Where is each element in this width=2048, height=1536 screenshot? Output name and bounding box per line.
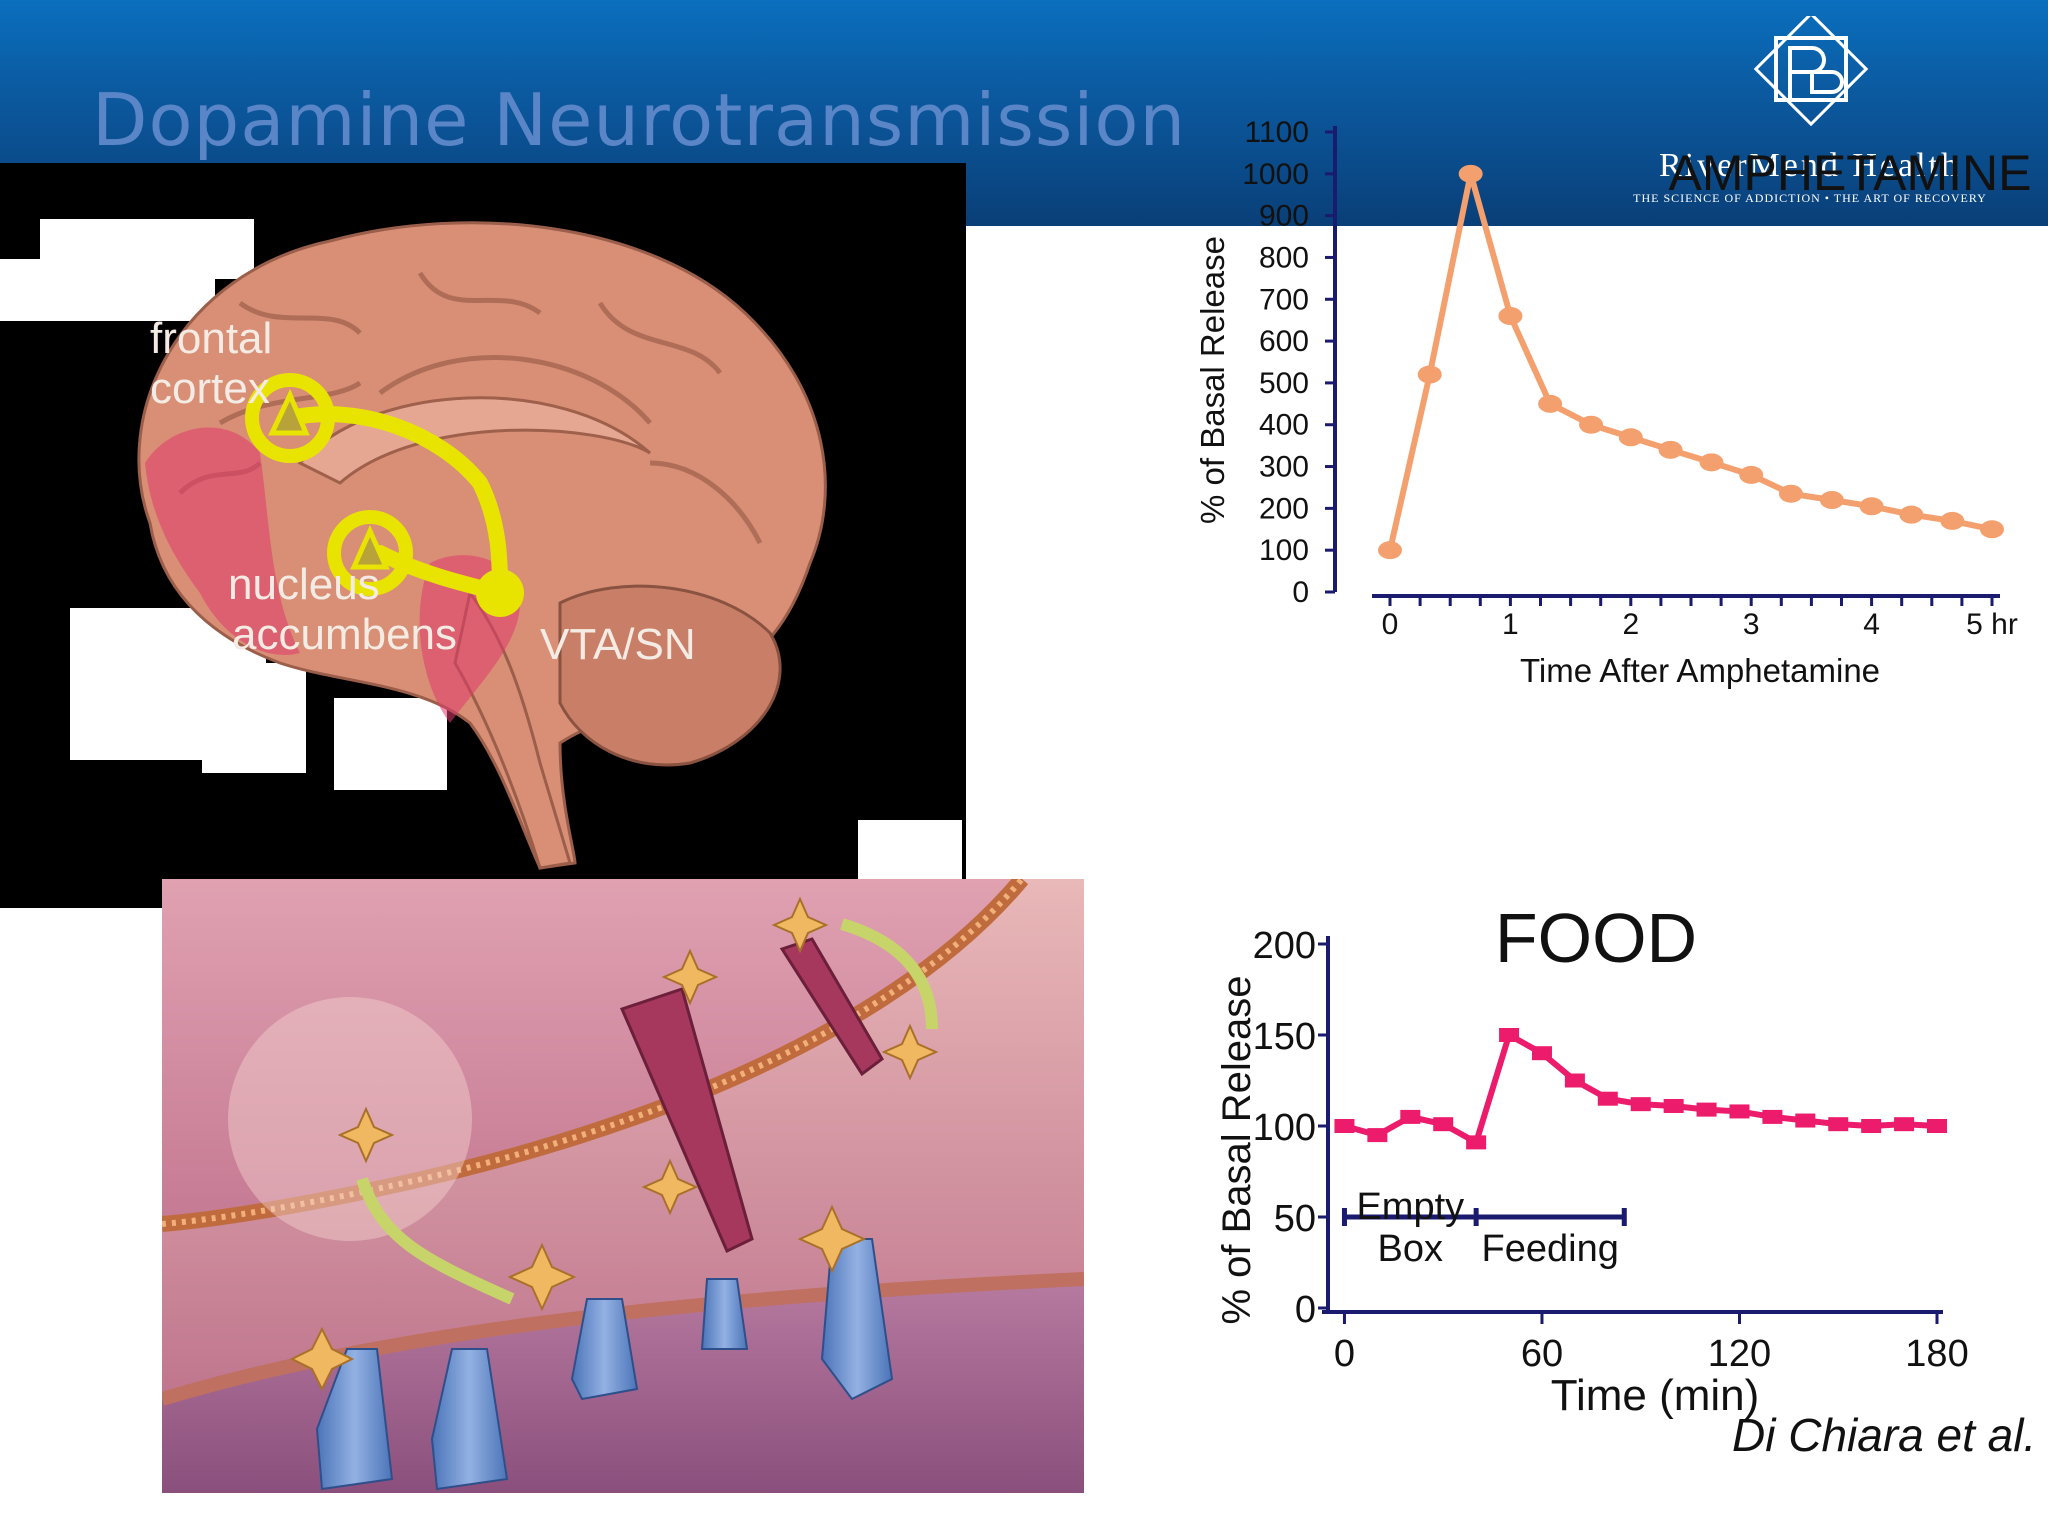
amphetamine-data-point	[1538, 394, 1563, 413]
food-x-tick-label: 0	[1334, 1333, 1355, 1375]
amphetamine-data-point	[1778, 484, 1803, 503]
food-data-point	[1696, 1102, 1717, 1117]
label-vta-sn: VTA/SN	[540, 620, 696, 669]
food-y-tick-label: 50	[1274, 1198, 1316, 1240]
food-data-point	[1367, 1128, 1388, 1143]
food-data-point	[1861, 1119, 1882, 1133]
amphetamine-y-tick-label: 400	[1259, 409, 1309, 442]
label-accumbens: accumbens	[232, 610, 457, 659]
amphetamine-x-tick-label: 3	[1743, 608, 1760, 641]
amphetamine-series-line	[1387, 173, 1993, 551]
label-cortex: cortex	[150, 364, 270, 413]
food-y-tick-label: 0	[1295, 1289, 1316, 1331]
amphetamine-data-point	[1980, 520, 2004, 539]
dopamine-molecule	[289, 896, 939, 1392]
amphetamine-y-tick-label: 0	[1292, 576, 1309, 609]
food-data-point	[1466, 1135, 1487, 1150]
amphetamine-chart-title: AMPHETAMINE	[1669, 145, 2032, 201]
food-x-tick-label: 120	[1708, 1333, 1771, 1375]
amphetamine-x-tick-label: 5 hr	[1966, 608, 2018, 641]
amphetamine-data-point	[1458, 164, 1483, 183]
food-y-tick-label: 200	[1253, 925, 1316, 967]
amphetamine-y-tick-label: 600	[1259, 325, 1309, 358]
food-data-point	[1564, 1073, 1585, 1088]
amphetamine-data-point	[1417, 365, 1442, 384]
food-data-point	[1795, 1113, 1816, 1128]
amphetamine-y-tick-label: 700	[1259, 283, 1309, 316]
food-annotation-empty-label: Empty	[1356, 1186, 1464, 1228]
label-nucleus: nucleus	[228, 560, 380, 609]
citation: Di Chiara et al.	[1732, 1409, 2037, 1461]
dopamine-receptor	[315, 1238, 894, 1491]
food-annotation-box-label: Box	[1378, 1228, 1443, 1270]
food-y-tick-label: 150	[1253, 1016, 1316, 1058]
amphetamine-x-tick-label: 1	[1502, 608, 1519, 641]
food-data-point	[1762, 1109, 1783, 1124]
rivermend-logo: RiverMend Health THE SCIENCE OF ADDICTIO…	[1633, 16, 1987, 205]
slide-title: Dopamine Neurotransmission	[92, 78, 1187, 162]
food-x-tick-label: 60	[1521, 1333, 1563, 1375]
amphetamine-y-tick-label: 500	[1259, 367, 1309, 400]
food-data-point	[1400, 1109, 1421, 1124]
amphetamine-data-point	[1859, 497, 1884, 516]
amphetamine-y-tick-label: 200	[1259, 492, 1309, 525]
food-data-point	[1894, 1117, 1915, 1132]
food-data-point	[1433, 1117, 1454, 1132]
logo-emblem-icon	[1753, 16, 1869, 127]
amphetamine-data-point	[1699, 453, 1724, 472]
amphetamine-x-tick-label: 2	[1622, 608, 1639, 641]
food-x-tick-label: 180	[1905, 1333, 1968, 1375]
food-data-point	[1828, 1117, 1849, 1132]
amphetamine-x-axis-label: Time After Amphetamine	[1520, 652, 1880, 689]
food-y-axis-label: % of Basal Release	[1215, 975, 1259, 1324]
amphetamine-y-tick-label: 300	[1259, 451, 1309, 484]
food-data-point	[1663, 1098, 1684, 1113]
amphetamine-data-point	[1739, 465, 1764, 484]
food-y-tick-label: 100	[1253, 1107, 1316, 1149]
amphetamine-y-tick-label: 1000	[1242, 158, 1309, 191]
food-data-point	[1531, 1046, 1552, 1061]
amphetamine-data-point	[1498, 307, 1523, 325]
brain-illustration: frontal cortex nucleus accumbens VTA/SN	[0, 219, 962, 890]
food-chart-title: FOOD	[1495, 899, 1697, 977]
amphetamine-y-axis-label: % of Basal Release	[1194, 236, 1231, 524]
amphetamine-y-tick-label: 1100	[1244, 116, 1309, 149]
food-data-point	[1927, 1119, 1947, 1133]
amphetamine-data-point	[1658, 440, 1683, 459]
amphetamine-y-tick-label: 800	[1259, 241, 1309, 274]
logo-tagline: THE SCIENCE OF ADDICTION • THE ART OF RE…	[1633, 191, 1987, 205]
synapse-illustration	[162, 879, 1084, 1493]
cerebellum	[558, 584, 782, 767]
synaptic-vesicle	[228, 997, 472, 1241]
food-data-point	[1729, 1104, 1750, 1119]
amphetamine-y-tick-label: 900	[1259, 200, 1309, 233]
food-data-point	[1597, 1091, 1618, 1106]
amphetamine-x-tick-label: 4	[1863, 608, 1880, 641]
brain-image-panel: frontal cortex nucleus accumbens VTA/SN	[0, 163, 966, 908]
logo-name: RiverMend Health	[1659, 147, 1961, 184]
reuptake-arrow	[840, 918, 938, 1030]
amphetamine-data-point	[1378, 541, 1402, 560]
amphetamine-data-point	[1579, 415, 1604, 434]
synapse-image-panel	[162, 879, 1084, 1493]
amphetamine-x-tick-label: 0	[1382, 608, 1399, 641]
amphetamine-data-point	[1940, 511, 1965, 530]
food-data-point	[1334, 1119, 1355, 1133]
amphetamine-data-point	[1899, 505, 1924, 524]
label-frontal: frontal	[150, 314, 272, 363]
dopamine-transporter	[619, 937, 884, 1254]
amphetamine-chart: 0 100 200 300 400 500 600 700 800 900 1000 1100 0 1 2 3…	[1194, 116, 2032, 689]
amphetamine-data-point	[1819, 491, 1844, 509]
food-annotation-feeding-label: Feeding	[1482, 1228, 1619, 1270]
food-data-point	[1499, 1028, 1520, 1042]
food-x-axis-label: Time (min)	[1551, 1371, 1760, 1420]
amphetamine-data-point	[1618, 428, 1643, 447]
release-arrow	[356, 1177, 515, 1305]
food-data-point	[1630, 1097, 1651, 1112]
amphetamine-y-tick-label: 100	[1259, 534, 1309, 567]
